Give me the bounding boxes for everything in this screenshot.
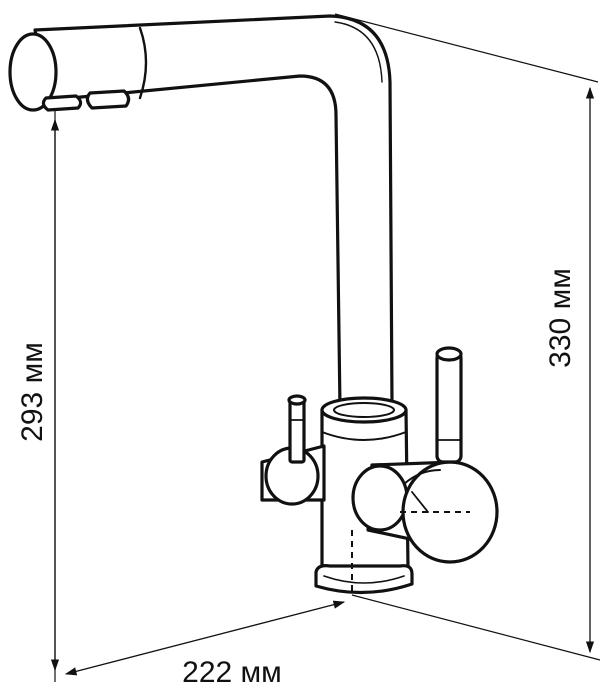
label-total-height: 330 мм xyxy=(544,268,577,368)
dimension-spout-height: 293 мм xyxy=(16,118,60,672)
spout-nozzle xyxy=(8,32,58,112)
aerator-outlet-right xyxy=(85,89,131,110)
right-valve-side xyxy=(351,464,409,532)
right-valve xyxy=(351,346,499,564)
label-spout-reach: 222 мм xyxy=(182,656,282,689)
aerator-outlet-left xyxy=(41,94,83,112)
faucet-spout xyxy=(8,14,394,410)
left-valve xyxy=(260,394,326,506)
left-valve-lever xyxy=(288,398,306,464)
dimension-total-height: 330 мм xyxy=(544,86,595,654)
dimension-spout-reach: 222 мм xyxy=(64,600,346,689)
right-valve-handle xyxy=(435,350,463,464)
mounting-base xyxy=(314,564,414,595)
label-spout-height: 293 мм xyxy=(16,342,49,442)
